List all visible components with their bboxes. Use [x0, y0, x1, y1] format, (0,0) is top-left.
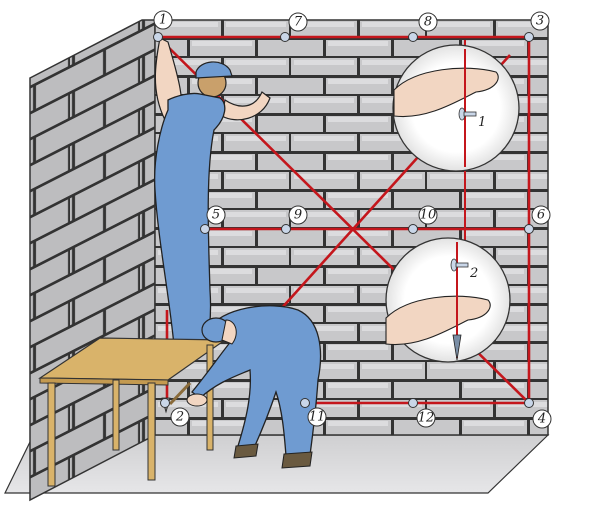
- point-10: 10: [408, 205, 438, 234]
- inset-2: 2: [385, 237, 511, 363]
- point-8: 8: [408, 12, 438, 42]
- point-label: 3: [536, 14, 544, 29]
- point-1: 1: [153, 10, 173, 42]
- point-label: 11: [309, 410, 326, 425]
- point-label: 9: [294, 208, 302, 223]
- point-7: 7: [280, 12, 308, 42]
- point-6: 6: [524, 205, 551, 234]
- inset-label: 1: [478, 115, 486, 130]
- point-3: 3: [524, 11, 550, 42]
- point-5: 5: [200, 205, 226, 234]
- point-2: 2: [160, 398, 190, 427]
- point-label: 2: [175, 410, 184, 425]
- inset-1: 1: [392, 44, 520, 172]
- plumb-bob-icon: [452, 334, 462, 361]
- inset-label: 2: [469, 266, 478, 281]
- point-label: 8: [424, 15, 432, 30]
- point-label: 10: [420, 208, 437, 223]
- point-9: 9: [281, 205, 308, 234]
- hand-icon: [385, 295, 491, 346]
- worker-standing: [154, 37, 271, 355]
- point-4: 4: [524, 398, 552, 429]
- point-11: 11: [300, 398, 327, 427]
- point-label: 4: [537, 412, 546, 427]
- point-label: 7: [294, 15, 303, 30]
- point-12: 12: [408, 398, 436, 428]
- point-label: 6: [537, 208, 545, 223]
- point-label: 5: [212, 208, 220, 223]
- point-label: 1: [159, 13, 167, 28]
- point-label: 12: [418, 411, 435, 426]
- hand-icon: [393, 67, 499, 118]
